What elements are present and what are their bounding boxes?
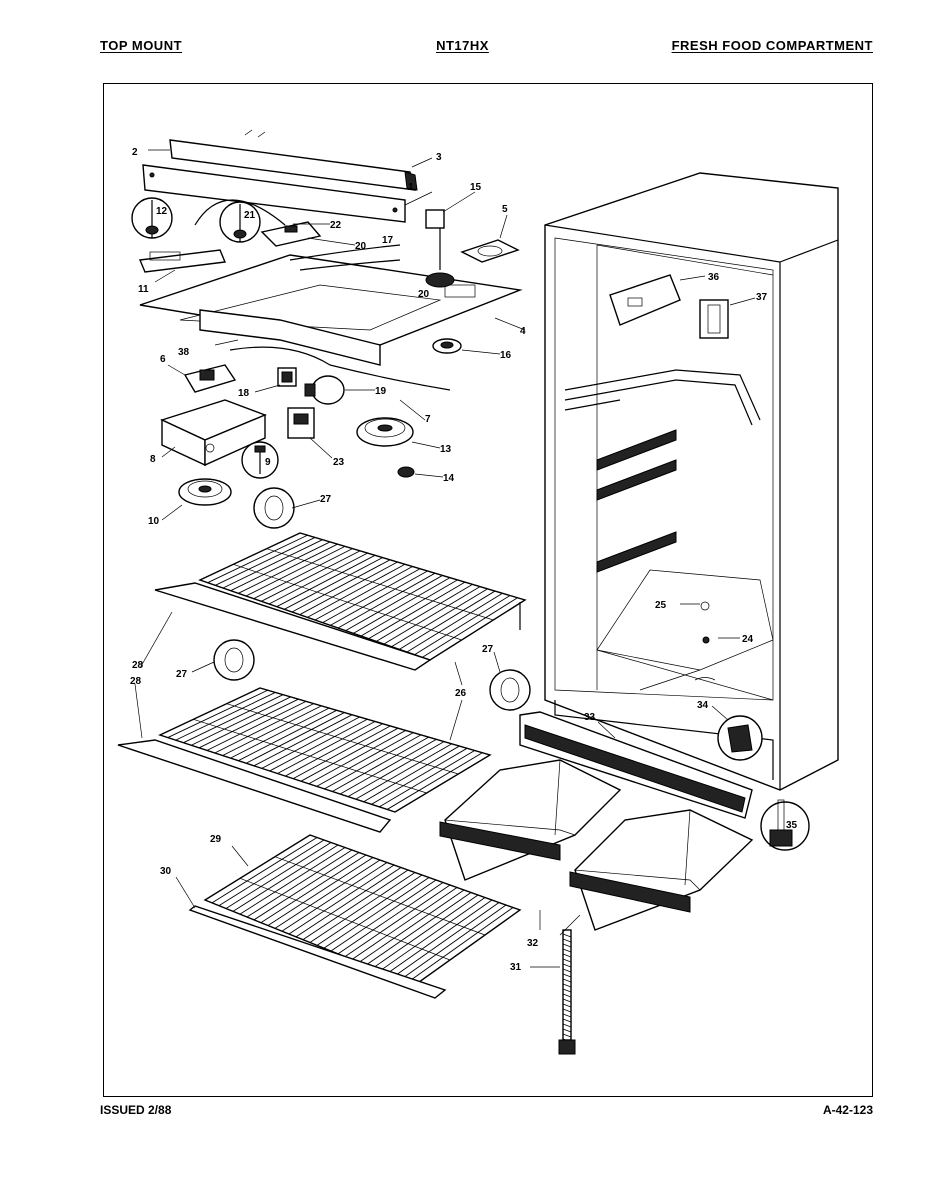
callout-label: 33 (584, 712, 596, 723)
callout-label: 7 (425, 414, 431, 425)
callout-label: 28 (130, 676, 142, 687)
circled-screw-9 (241, 441, 279, 479)
circled-leveler-35 (760, 799, 810, 851)
wire-shelf-bottom (188, 834, 522, 999)
callout-label: 34 (697, 700, 709, 711)
callout-label: 24 (742, 634, 754, 645)
circled-grommet-27-top (253, 487, 295, 529)
wire-shelf-middle (117, 687, 492, 833)
callout-label: 13 (440, 444, 452, 455)
socket-part-18 (277, 367, 297, 387)
callout-label: 20 (418, 289, 430, 300)
callout-label: 27 (320, 494, 332, 505)
callout-label: 25 (655, 600, 667, 611)
callout-label: 11 (138, 284, 149, 295)
wiring-harness (229, 346, 451, 391)
callout-label: 38 (178, 347, 190, 358)
callout-label: 10 (148, 516, 160, 527)
callout-label: 23 (333, 457, 345, 468)
callout-label: 15 (470, 182, 482, 193)
callout-label: 14 (443, 473, 455, 484)
grommet-part-16 (432, 338, 462, 354)
callout-label: 3 (436, 152, 442, 163)
callout-label: 35 (786, 820, 798, 831)
callout-label: 22 (330, 220, 342, 231)
footer-page-code: A-42-123 (822, 1103, 873, 1117)
circled-fastener-21 (219, 201, 261, 243)
callout-label: 4 (520, 326, 526, 337)
circled-grommet-27-right (489, 669, 531, 711)
cap-part-14 (397, 466, 415, 478)
callout-label: 26 (455, 688, 467, 699)
callout-label: 18 (238, 388, 250, 399)
callout-label: 20 (355, 241, 367, 252)
circled-hinge-34 (717, 715, 763, 761)
callout-label: 36 (708, 272, 720, 283)
light-bulb-part-19 (304, 375, 345, 405)
callout-label: 12 (156, 206, 168, 217)
callout-label: 37 (756, 292, 768, 303)
footer-issue-date: ISSUED 2/88 (100, 1103, 172, 1117)
callout-label: 27 (176, 669, 188, 680)
callout-label: 30 (160, 866, 172, 877)
callout-label: 8 (150, 454, 156, 465)
callout-label: 21 (244, 210, 256, 221)
relay-part-23 (287, 407, 315, 439)
callout-label: 27 (482, 644, 494, 655)
callout-label: 2 (132, 147, 138, 158)
header-model-number: NT17HX (436, 38, 489, 53)
wire-shelf-top (154, 532, 527, 671)
callout-label: 5 (502, 204, 508, 215)
callout-labels: 1 2 3 4 5 6 7 8 9 10 11 12 13 14 15 16 1… (130, 147, 798, 973)
circled-fastener-12 (131, 197, 173, 239)
circled-grommet-27-mid (213, 639, 255, 681)
header-model-type: TOP MOUNT (100, 38, 183, 53)
control-housing-assembly (138, 129, 523, 366)
callout-label: 9 (265, 457, 271, 468)
callout-label: 28 (132, 660, 144, 671)
fan-part-10 (178, 478, 232, 506)
callout-label: 29 (210, 834, 222, 845)
crisper-drawer-right (569, 809, 754, 931)
diagram-frame (103, 83, 873, 1097)
leveling-bolt-31 (558, 929, 576, 1055)
refrigerator-cabinet (544, 172, 839, 791)
fan-part-13 (356, 417, 414, 447)
callout-label: 32 (527, 938, 539, 949)
callout-label: 6 (160, 354, 166, 365)
crisper-cover-33 (519, 711, 753, 819)
leader-lines (134, 149, 756, 968)
callout-label: 17 (382, 235, 394, 246)
callout-label: 19 (375, 386, 387, 397)
crisper-drawer-left (439, 759, 622, 881)
housing-part-8 (160, 399, 267, 467)
switch-part-6 (183, 364, 237, 393)
header-section-title: FRESH FOOD COMPARTMENT (671, 38, 873, 53)
callout-label: 16 (500, 350, 512, 361)
callout-label: 1 (408, 182, 414, 193)
callout-label: 31 (510, 962, 522, 973)
